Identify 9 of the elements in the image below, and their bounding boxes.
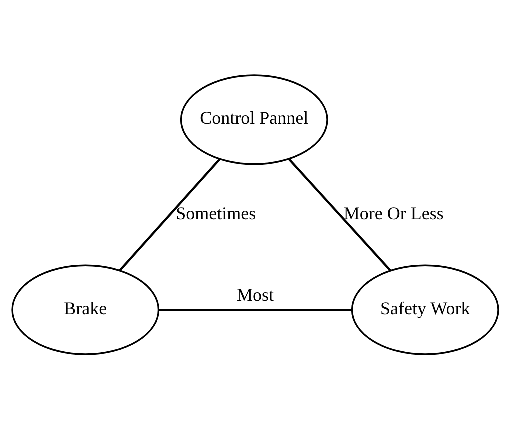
edge-label: Most <box>236 284 274 304</box>
node-ellipse: Brake <box>12 264 160 355</box>
connector <box>158 308 352 311</box>
connector <box>288 158 392 272</box>
node-ellipse: Control Pannel <box>180 74 328 165</box>
node-ellipse: Safety Work <box>351 264 500 355</box>
edge-label: More Or Less <box>344 202 444 223</box>
connector <box>119 158 221 271</box>
edge-label: Sometimes <box>176 202 256 223</box>
